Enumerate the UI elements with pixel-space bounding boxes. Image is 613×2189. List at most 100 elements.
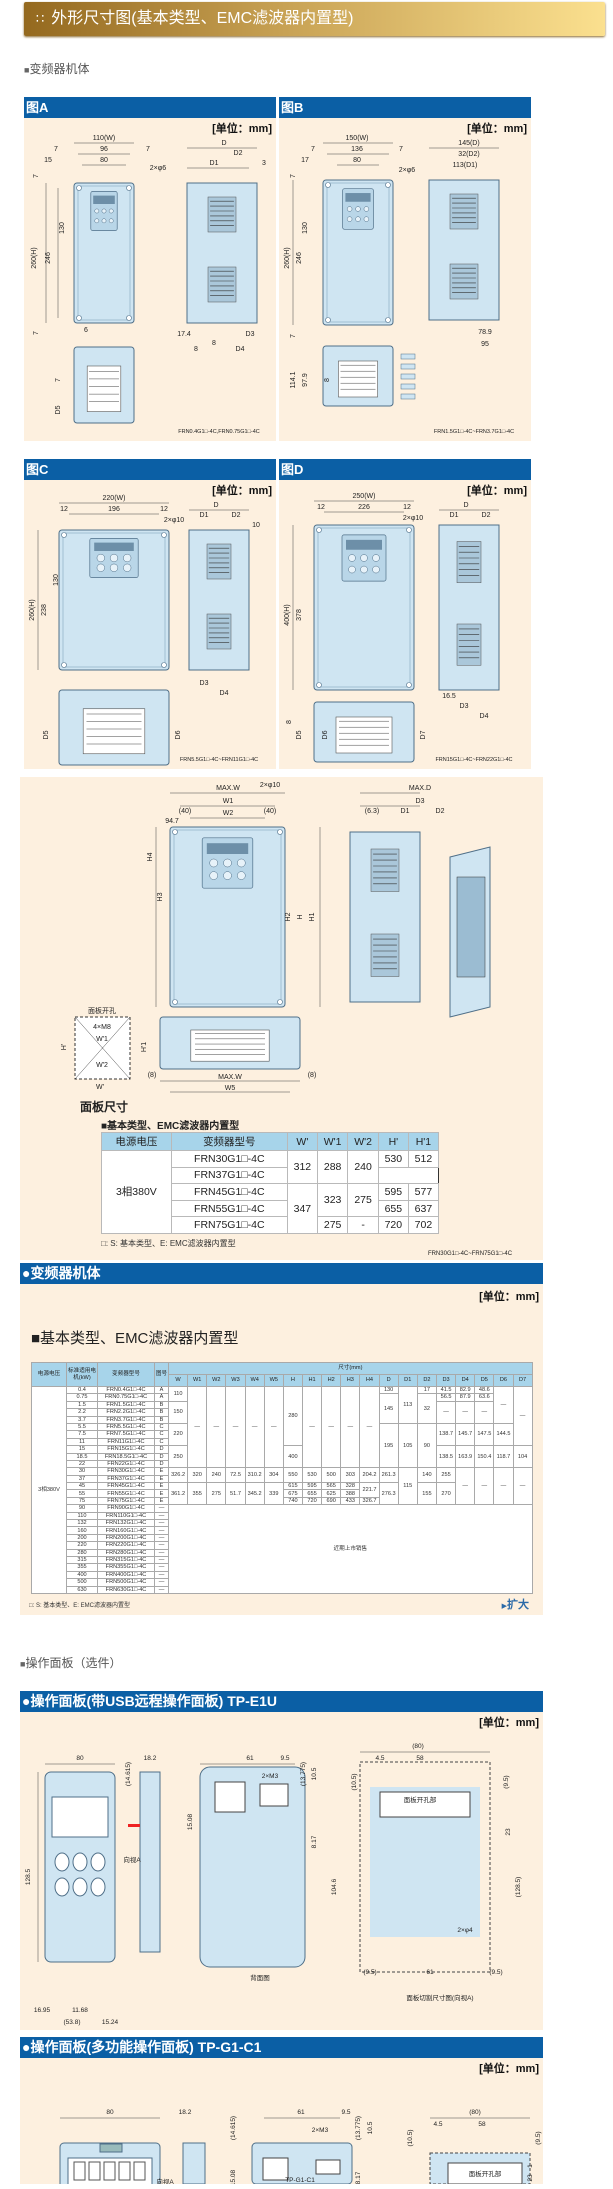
panel-tp-g1-c1-bar: ●操作面板(多功能操作面板) TP-G1-C1 — [20, 2037, 543, 2058]
table-header-cell: H' — [377, 1132, 409, 1151]
mount-hole-icon — [161, 532, 167, 538]
table-cell: 512 — [407, 1150, 440, 1168]
table-cell: — — [493, 1467, 514, 1506]
dimension-label: D2 — [234, 150, 243, 157]
key-button-icon — [223, 858, 232, 868]
expand-label: 扩大 — [507, 1599, 529, 1611]
table-cell: 288 — [316, 1149, 349, 1185]
dimension-label: 78.9 — [478, 329, 492, 336]
table-cell: — — [455, 1400, 476, 1424]
dimension-label: 17 — [301, 157, 309, 164]
panel-back-view — [199, 1766, 306, 1968]
dimension-label: 80 — [353, 157, 361, 164]
table-cell: 72.5 — [225, 1467, 246, 1484]
table-cell: 315 — [66, 1555, 98, 1565]
dimension-label: 12 — [403, 504, 411, 511]
key-button-icon — [109, 553, 119, 563]
dimension-label: 400(H) — [284, 604, 291, 625]
table-header-cell: W4 — [244, 1374, 265, 1387]
table-cell: 82.9 — [455, 1385, 476, 1395]
dimension-label: 4.5 — [433, 2121, 442, 2128]
mount-hole-icon — [76, 315, 82, 321]
table-cell: FRN15G1□-4C — [97, 1445, 155, 1454]
cooling-fin — [400, 393, 416, 400]
table-cell: 90 — [416, 1422, 437, 1469]
dimension-label: D1 — [210, 160, 219, 167]
segment-digit-icon — [103, 2161, 116, 2181]
key-button-icon — [101, 208, 107, 214]
dimension-label: 12 — [160, 506, 168, 513]
table-cell: 530 — [377, 1150, 409, 1168]
dimension-label: 130 — [59, 222, 66, 234]
table-cell: B — [154, 1408, 169, 1417]
table-cell: 204.2 — [359, 1467, 380, 1484]
dimension-label: 136 — [351, 146, 363, 153]
expand-link[interactable]: ▶扩大 — [502, 1599, 529, 1613]
display-area — [51, 1796, 109, 1838]
vent-grille — [370, 933, 400, 977]
table-header-cell: W3 — [225, 1374, 246, 1387]
table-cell: 18.5 — [66, 1452, 98, 1461]
dimension-label: 8 — [194, 346, 198, 353]
table-cell: 702 — [407, 1216, 440, 1234]
dimension-label: 32(D2) — [458, 151, 479, 158]
dimension-label: 128.5 — [25, 1868, 32, 1885]
table-cell: FRN45G1□-4C — [170, 1183, 288, 1201]
table-cell: 63.6 — [474, 1393, 495, 1402]
table-cell: 720 — [377, 1216, 409, 1234]
table-cell: FRN500G1□-4C — [97, 1578, 155, 1587]
table-cell: FRN355G1□-4C — [97, 1563, 155, 1572]
dimension-label: 61 — [297, 2109, 305, 2116]
device-front-view — [313, 524, 415, 691]
mount-hole-icon — [277, 999, 283, 1005]
table-header-cell: 尺寸(mm) — [168, 1362, 533, 1375]
drawing-shape — [326, 182, 390, 323]
segment-digit-icon — [88, 2161, 101, 2181]
mount-hole-icon — [406, 682, 412, 688]
dimension-label: 7 — [311, 146, 315, 153]
dimension-label: 130 — [302, 222, 309, 234]
table-cell: 740 — [282, 1496, 303, 1506]
table-cell: FRN37G1□-4C — [170, 1166, 288, 1185]
mount-hole-icon — [325, 182, 331, 188]
table-cell: 75 — [66, 1496, 98, 1506]
key-button-icon — [348, 554, 356, 562]
dimension-label: 97.9 — [302, 373, 309, 387]
key-button-icon — [96, 563, 105, 572]
vent-grille — [449, 263, 479, 300]
dimension-label: 15.08 — [187, 1813, 194, 1830]
table-cell: 110 — [167, 1386, 189, 1402]
figure-d-title: 图D — [279, 459, 531, 480]
dimension-label: D — [221, 140, 226, 147]
segment-digit-icon — [118, 2161, 131, 2181]
table-cell: 500 — [321, 1467, 342, 1484]
key-button-icon — [72, 1852, 88, 1872]
table-cell: 220 — [167, 1422, 189, 1447]
key-button-icon — [54, 1877, 70, 1897]
table-cell: — — [154, 1585, 169, 1594]
vent-grille — [449, 193, 479, 230]
dimension-label: D2 — [482, 512, 491, 519]
table-cell: — — [154, 1570, 169, 1580]
figure-caption: FRN0.4G1□-4C,FRN0.75G1□-4C — [178, 429, 260, 435]
key-button-icon — [72, 1877, 88, 1897]
dimension-label: 向视A — [156, 2177, 174, 2184]
vent-grille — [206, 543, 232, 580]
table-cell: 304 — [263, 1467, 284, 1484]
table-cell: 355 — [66, 1563, 98, 1572]
table-cell: FRN75G1□-4C — [97, 1496, 155, 1506]
table-cell: C — [154, 1430, 169, 1439]
dimension-label: 4×M8 — [93, 1024, 111, 1031]
table-cell: — — [225, 1385, 246, 1469]
dimension-label: 15.08 — [230, 2169, 237, 2184]
dimension-label: H2 — [285, 912, 292, 921]
dimension-label: 2×φ6 — [150, 165, 167, 172]
dimension-label: 1 — [527, 2164, 534, 2168]
